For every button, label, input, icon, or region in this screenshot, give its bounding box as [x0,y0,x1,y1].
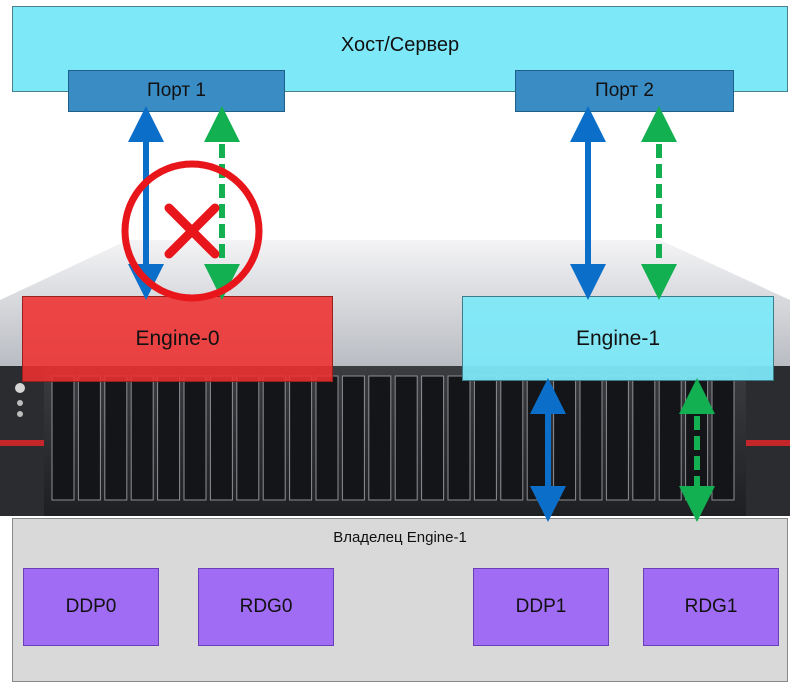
drive-bay [209,375,233,501]
drive-bay [51,375,75,501]
power-led-icon [15,383,25,393]
drive-bay [157,375,181,501]
port-1-label: Порт 1 [147,80,206,101]
drive-bay [500,375,524,501]
host-label: Хост/Сервер [340,34,460,56]
pool-rdg1-label: RDG1 [684,596,738,617]
pool-rdg0: RDG0 [198,568,334,646]
drive-bay [341,375,365,501]
pool-rdg1: RDG1 [643,568,779,646]
engine-1-controller: Engine-1 [462,296,774,381]
drive-bay [658,375,682,501]
drive-bay [447,375,471,501]
drive-bay [104,375,128,501]
drive-bay [289,375,313,501]
drive-bay [368,375,392,501]
drive-bay [632,375,656,501]
drive-bay [394,375,418,501]
pool-ddp0: DDP0 [23,568,159,646]
drive-bay [605,375,629,501]
engine-0-label: Engine-0 [135,327,220,350]
port-2: Порт 2 [515,70,734,112]
pool-ddp1-label: DDP1 [515,596,567,617]
drive-bay [130,375,154,501]
drive-bay [77,375,101,501]
port-2-label: Порт 2 [595,80,654,101]
pool-ddp1: DDP1 [473,568,609,646]
pool-rdg0-label: RDG0 [239,596,293,617]
drive-bay [421,375,445,501]
engine-0-controller: Engine-0 [22,296,333,382]
pool-ddp0-label: DDP0 [65,596,117,617]
port-1: Порт 1 [68,70,285,112]
owner-label: Владелец Engine-1 [333,529,467,546]
drive-bay [315,375,339,501]
drive-bay [473,375,497,501]
drive-bay [236,375,260,501]
drive-bay [685,375,709,501]
drive-bay [711,375,735,501]
drive-bay [553,375,577,501]
drive-bay [183,375,207,501]
drive-bay [262,375,286,501]
drive-bay [526,375,550,501]
drive-bay [579,375,603,501]
engine-1-label: Engine-1 [575,326,661,350]
